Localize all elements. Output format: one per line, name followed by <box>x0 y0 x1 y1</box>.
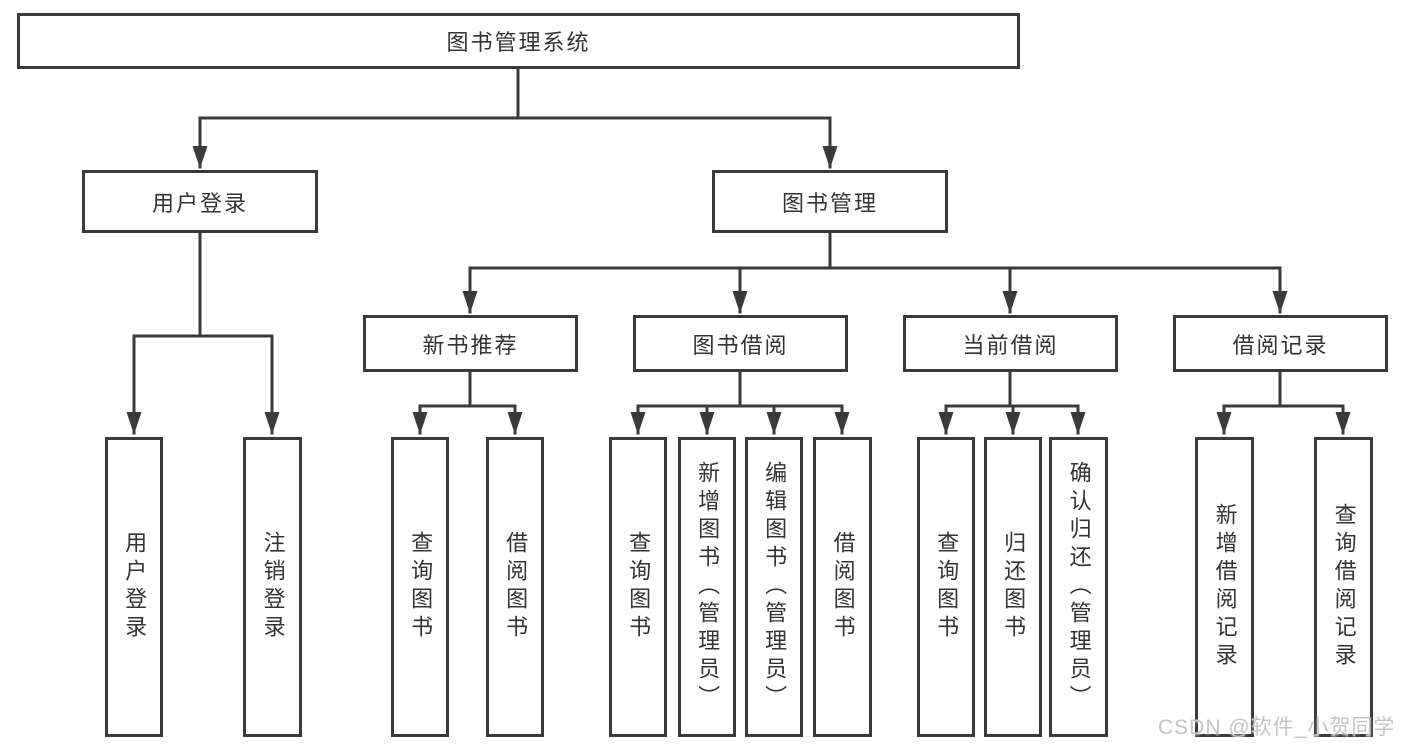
leaf-records-add-label: 新增借阅记录 <box>1212 503 1238 671</box>
leaf-user-login: 用户登录 <box>105 437 163 737</box>
leaf-newbooks-borrow-label: 借阅图书 <box>503 531 529 643</box>
leaf-borrow-add-admin: 新增图书（管理员） <box>678 437 736 737</box>
leaf-borrow-add-admin-label: 新增图书（管理员） <box>695 461 721 713</box>
connector-user-login-to-leaves <box>126 231 280 435</box>
leaf-current-confirm-admin-label: 确认归还（管理员） <box>1066 461 1092 713</box>
leaf-newbooks-query: 查询图书 <box>391 437 449 737</box>
leaf-current-query-label: 查询图书 <box>934 531 960 643</box>
leaf-user-login-label: 用户登录 <box>122 531 148 643</box>
leaf-borrow-book-label: 借阅图书 <box>830 531 856 643</box>
connector-root-to-level2 <box>192 67 838 169</box>
leaf-borrow-query: 查询图书 <box>609 437 667 737</box>
leaf-current-confirm-admin: 确认归还（管理员） <box>1049 437 1108 737</box>
node-book-borrow-label: 图书借阅 <box>692 332 789 358</box>
node-new-books: 新书推荐 <box>363 315 578 372</box>
node-borrow-records-label: 借阅记录 <box>1232 332 1329 358</box>
leaf-borrow-edit-admin-label: 编辑图书（管理员） <box>762 461 788 713</box>
node-borrow-records: 借阅记录 <box>1173 315 1388 372</box>
leaf-records-query-label: 查询借阅记录 <box>1331 503 1357 671</box>
node-root-system-label: 图书管理系统 <box>446 30 591 55</box>
csdn-watermark: CSDN @软件_小贺同学 <box>1158 716 1396 739</box>
leaf-logout-label: 注销登录 <box>260 531 286 643</box>
leaf-newbooks-borrow: 借阅图书 <box>486 437 544 737</box>
node-new-books-label: 新书推荐 <box>422 332 519 358</box>
leaf-current-return: 归还图书 <box>984 437 1042 737</box>
connector-current-borrow-to-leaves <box>938 370 1086 435</box>
node-book-borrow: 图书借阅 <box>633 315 848 372</box>
node-book-mgmt: 图书管理 <box>712 170 948 233</box>
leaf-borrow-book: 借阅图书 <box>813 437 872 737</box>
node-root-system: 图书管理系统 <box>17 13 1020 69</box>
connector-book-borrow-to-leaves <box>630 370 850 435</box>
leaf-logout: 注销登录 <box>243 437 302 737</box>
leaf-newbooks-query-label: 查询图书 <box>408 531 434 643</box>
leaf-borrow-query-label: 查询图书 <box>626 531 652 643</box>
node-current-borrow-label: 当前借阅 <box>962 332 1059 358</box>
connector-borrow-records-to-leaves <box>1216 370 1351 435</box>
leaf-borrow-edit-admin: 编辑图书（管理员） <box>745 437 803 737</box>
node-user-login-label: 用户登录 <box>151 190 248 216</box>
leaf-current-query: 查询图书 <box>917 437 975 737</box>
node-current-borrow: 当前借阅 <box>903 315 1118 372</box>
node-user-login: 用户登录 <box>82 170 318 233</box>
node-book-mgmt-label: 图书管理 <box>781 190 878 216</box>
leaf-current-return-label: 归还图书 <box>1001 531 1027 643</box>
connector-book-mgmt-to-level3 <box>462 231 1288 314</box>
connector-new-books-to-leaves <box>412 370 523 435</box>
leaf-records-add: 新增借阅记录 <box>1195 437 1254 737</box>
leaf-records-query: 查询借阅记录 <box>1314 437 1373 737</box>
